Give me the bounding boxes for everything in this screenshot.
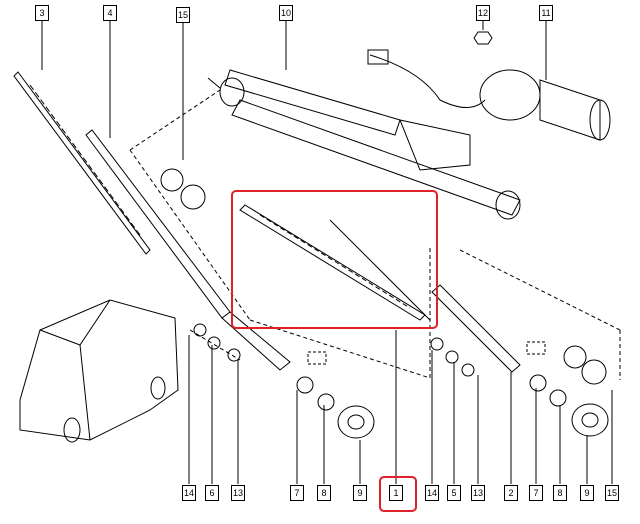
wiper-linkage-10 [207,69,521,220]
small-parts [193,323,609,439]
label-2[interactable]: 2 [504,485,518,501]
van-illustration [19,299,179,443]
label-1[interactable]: 1 [389,485,403,501]
label-14-left[interactable]: 14 [182,485,196,501]
guide-lines [129,89,621,380]
label-10[interactable]: 10 [279,5,293,21]
label-11[interactable]: 11 [539,5,553,21]
wiper-arm-4 [85,129,291,371]
label-8-right[interactable]: 8 [553,485,567,501]
label-3[interactable]: 3 [35,5,49,21]
caps-15 [160,168,607,385]
label-14-right[interactable]: 14 [425,485,439,501]
label-8-left[interactable]: 8 [317,485,331,501]
label-7-right[interactable]: 7 [529,485,543,501]
wiper-blade-3 [13,71,151,255]
highlight-box-part-1 [231,190,438,329]
leader-lines [41,20,613,484]
label-13-left[interactable]: 13 [231,485,245,501]
label-12[interactable]: 12 [476,5,490,21]
label-5[interactable]: 5 [447,485,461,501]
nut-12 [473,31,493,45]
label-9-left[interactable]: 9 [353,485,367,501]
wiper-arm-2 [431,284,521,373]
label-15-top[interactable]: 15 [176,7,190,23]
label-6[interactable]: 6 [205,485,219,501]
label-15-bottom[interactable]: 15 [605,485,619,501]
label-9-right[interactable]: 9 [580,485,594,501]
highlight-box-label-1 [379,476,417,512]
label-13-right[interactable]: 13 [471,485,485,501]
wiper-motor-11 [367,49,611,141]
wiper-blade-1 [239,204,431,321]
label-4[interactable]: 4 [103,5,117,21]
label-7-left[interactable]: 7 [290,485,304,501]
